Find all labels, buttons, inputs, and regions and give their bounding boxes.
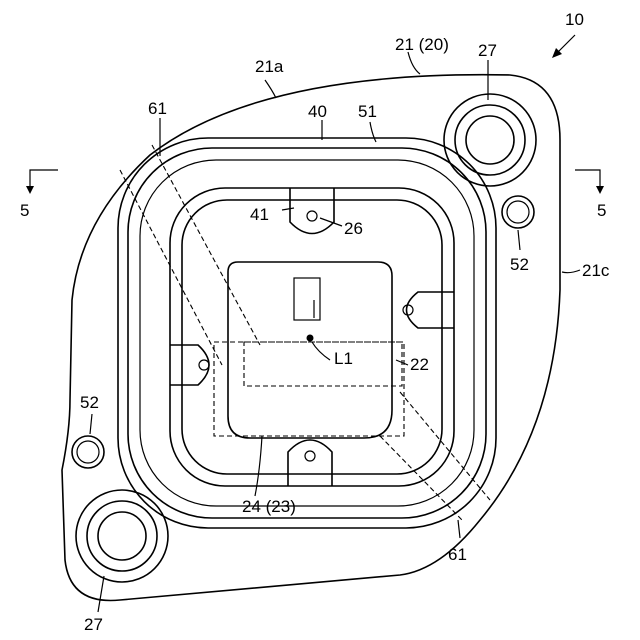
label-body-face: 21a [255, 57, 284, 76]
right-hole [403, 305, 413, 315]
mount-tr-outer [444, 94, 536, 186]
band-line-1 [120, 170, 222, 365]
label-section-right: 5 [597, 201, 606, 220]
left-tab [170, 345, 209, 385]
band-line-4 [380, 436, 462, 520]
bottom-tab [288, 440, 332, 486]
top-hole [307, 211, 317, 221]
mount-bl-outer [76, 490, 168, 582]
label-mount-top: 27 [478, 41, 497, 60]
mount-bl-inner [98, 512, 146, 560]
leader-41 [282, 208, 294, 210]
label-mount-bottom: 27 [84, 615, 103, 634]
leader-27-bottom [98, 576, 104, 612]
pin-right-inner [507, 201, 529, 223]
label-body: 21 (20) [395, 35, 449, 54]
leader-61-bottom [458, 520, 460, 538]
left-hole [199, 360, 209, 370]
label-pin-right: 52 [510, 255, 529, 274]
label-center: L1 [334, 349, 353, 368]
leader-21c [562, 270, 580, 273]
mount-tr-inner [466, 116, 514, 164]
chip-dashed [244, 342, 402, 386]
central-plate [228, 262, 392, 438]
leader-52-right [518, 230, 520, 250]
label-hole: 26 [344, 219, 363, 238]
section-marker-right [575, 170, 600, 190]
section-marker-left [30, 170, 58, 190]
label-coil: 24 (23) [242, 497, 296, 516]
label-reference: 10 [565, 10, 584, 29]
label-frame: 40 [308, 102, 327, 121]
label-body-side: 21c [582, 261, 610, 280]
bottom-hole [305, 451, 315, 461]
coil-dashed [214, 342, 404, 436]
leader-52-left [90, 414, 92, 434]
label-pin-left: 52 [80, 393, 99, 412]
leader-21a [265, 80, 276, 98]
leader-51 [370, 122, 376, 142]
plate-slot [294, 278, 320, 320]
band-line-2 [152, 145, 260, 345]
leader-24 [255, 436, 262, 496]
label-tab: 41 [250, 205, 269, 224]
label-band-bottom: 61 [448, 545, 467, 564]
center-point [307, 335, 314, 342]
label-band-top: 61 [148, 99, 167, 118]
leader-body [408, 52, 420, 74]
label-section-left: 5 [20, 201, 29, 220]
pin-left-inner [77, 441, 99, 463]
leader-L1 [312, 342, 330, 360]
label-groove: 51 [358, 102, 377, 121]
section-arrow-left [26, 186, 34, 194]
right-tab [407, 292, 455, 328]
label-chip: 22 [410, 355, 429, 374]
section-arrow-right [596, 186, 604, 194]
